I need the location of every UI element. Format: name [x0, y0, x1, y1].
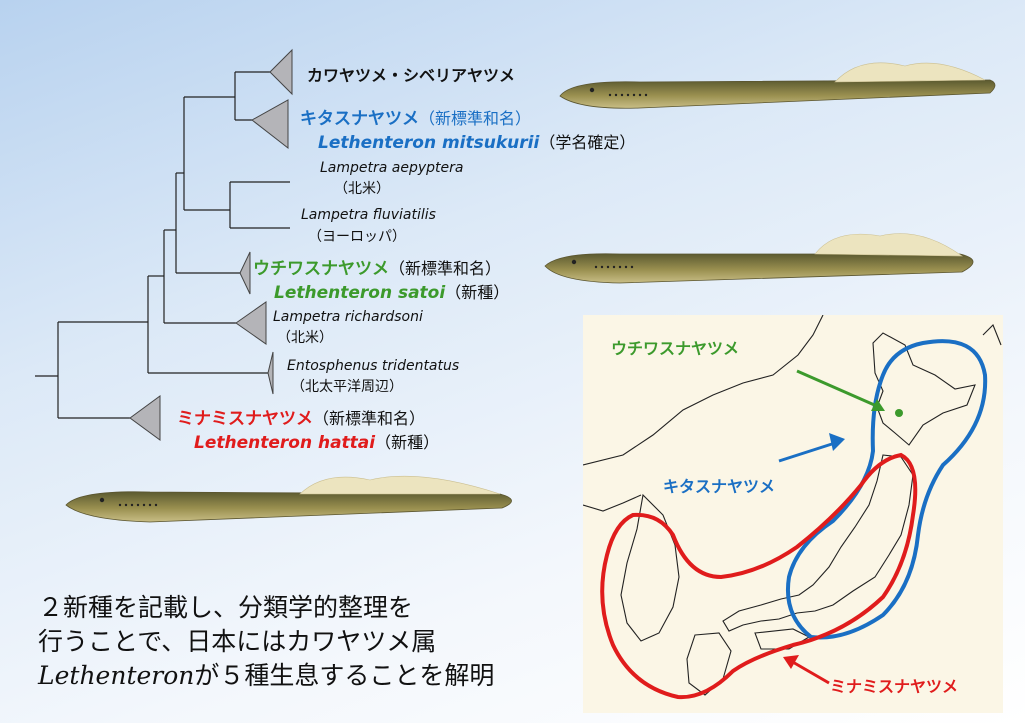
map-drawing: [583, 315, 1002, 700]
label-fluviatilis: Lampetra fluviatilis: [301, 207, 436, 223]
clade-triangle-kita: [251, 99, 289, 150]
kita-jp-note: （新標準和名）: [419, 109, 532, 128]
label-minami-jp: ミナミスナヤツメ（新標準和名）: [177, 404, 425, 429]
lamprey-image-kita: [559, 62, 996, 109]
caption-line-2: 行うことで、日本にはカワヤツメ属: [38, 627, 437, 656]
minami-jp-note: （新標準和名）: [313, 409, 426, 428]
caption-line-3-rest: が５種生息することを解明: [194, 661, 495, 690]
label-richardsoni-region: （北米）: [277, 330, 333, 346]
label-tridentatus-region: （北太平洋周辺）: [291, 379, 403, 395]
kita-jp-name: キタスナヤツメ: [300, 109, 419, 129]
clade-triangle-uchi: [239, 251, 251, 295]
map-label-minami: ミナミスナヤツメ: [830, 677, 959, 696]
map-label-uchi: ウチワスナヤツメ: [611, 339, 740, 358]
label-fluviatilis-region: （ヨーロッパ）: [308, 229, 406, 245]
uchi-lat-name: Lethenteron satoi: [274, 283, 446, 303]
map-label-kita: キタスナヤツメ: [663, 477, 776, 496]
kita-lat-name: Lethenteron mitsukurii: [318, 133, 540, 153]
label-uchi-lat: Lethenteron satoi（新種）: [274, 279, 509, 303]
clade-triangle-richardsoni: [235, 301, 267, 345]
clade-triangle-kawa: [269, 48, 293, 96]
caption-genus: Lethenteron: [38, 661, 195, 690]
uchi-jp-name: ウチワスナヤツメ: [253, 259, 389, 279]
label-kita-jp: キタスナヤツメ（新標準和名）: [300, 104, 531, 129]
uchi-jp-note: （新標準和名）: [389, 259, 502, 278]
label-aepyptera-region: （北米）: [334, 181, 390, 197]
uchi-lat-note: （新種）: [445, 283, 510, 302]
minami-range-outline: [600, 452, 918, 700]
minami-jp-name: ミナミスナヤツメ: [177, 409, 313, 429]
label-aepyptera: Lampetra aepyptera: [320, 160, 464, 176]
lamprey-image-minami: [65, 475, 512, 523]
label-kawa: カワヤツメ・シベリアヤツメ: [307, 66, 516, 85]
clade-triangle-tridentatus: [267, 351, 274, 395]
label-tridentatus: Entosphenus tridentatus: [287, 358, 460, 374]
clade-triangle-minami: [129, 395, 161, 441]
label-minami-lat: Lethenteron hattai（新種）: [194, 429, 439, 453]
label-kita-lat: Lethenteron mitsukurii（学名確定）: [318, 129, 635, 153]
minami-lat-name: Lethenteron hattai: [194, 433, 376, 453]
label-richardsoni: Lampetra richardsoni: [273, 309, 423, 325]
lamprey-image-uchi: [544, 233, 974, 284]
kita-lat-note: （学名確定）: [539, 133, 636, 152]
japan-distribution-map: ウチワスナヤツメ キタスナヤツメ ミナミスナヤツメ: [583, 315, 1003, 713]
caption-line-3: Lethenteronが５種生息することを解明: [38, 656, 494, 692]
caption-line-1: ２新種を記載し、分類学的整理を: [38, 593, 414, 622]
label-uchi-jp: ウチワスナヤツメ（新標準和名）: [253, 254, 501, 279]
minami-lat-note: （新種）: [375, 433, 440, 452]
